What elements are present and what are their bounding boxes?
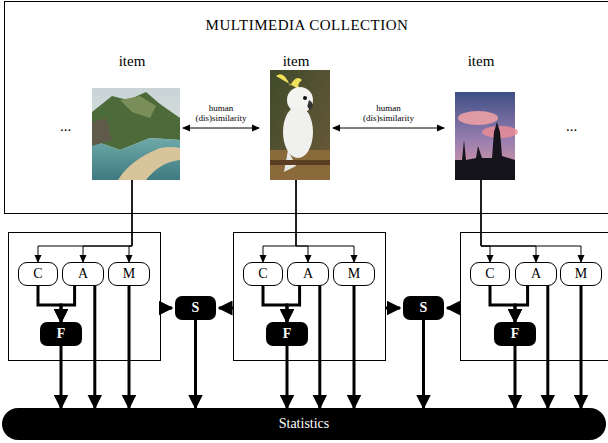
feature-box: M — [333, 262, 375, 286]
node-text: M — [348, 266, 360, 282]
ellipsis-label: ... — [566, 118, 577, 135]
node-text: S — [420, 300, 428, 316]
connector — [546, 286, 549, 408]
connector — [38, 286, 61, 322]
feature-box: M — [560, 262, 602, 286]
connector — [481, 180, 536, 262]
item-node: item — [259, 52, 333, 180]
connector — [515, 286, 528, 322]
node-text: C — [258, 266, 267, 282]
connector — [296, 180, 354, 262]
node-text: M — [575, 266, 587, 282]
connector — [286, 346, 289, 408]
connector — [481, 180, 490, 262]
node-text: item — [259, 52, 333, 70]
connector — [263, 286, 287, 322]
connector — [83, 180, 132, 262]
connector — [128, 286, 131, 408]
feature-box: C — [18, 262, 58, 286]
cockatoo-photo — [270, 70, 330, 180]
item-node: item — [444, 52, 518, 180]
collection-box: MULTIMEDIA COLLECTION item item item — [4, 1, 608, 214]
ellipsis-label: ... — [60, 118, 71, 135]
node-text: C — [485, 266, 494, 282]
feature-box: C — [243, 262, 283, 286]
connector — [580, 286, 583, 408]
fusion-box: F — [40, 322, 82, 346]
feature-box: C — [470, 262, 510, 286]
connector — [38, 180, 132, 262]
feature-box: M — [108, 262, 150, 286]
feature-box: A — [62, 262, 104, 286]
node-text: item — [444, 52, 518, 70]
similarity-box: S — [403, 296, 444, 320]
node-text: C — [33, 266, 42, 282]
similarity-box: S — [175, 296, 216, 320]
connector — [422, 320, 425, 408]
coast-photo — [92, 88, 180, 180]
connector — [296, 180, 308, 262]
connector — [490, 286, 515, 322]
edge-label: human (dis)similarity — [189, 103, 253, 123]
connector — [263, 180, 296, 262]
node-text: M — [123, 266, 135, 282]
connector — [129, 180, 132, 262]
node-text: S — [192, 300, 200, 316]
connector — [287, 286, 300, 322]
connector — [481, 180, 581, 262]
connector — [183, 128, 259, 129]
fusion-box: F — [494, 322, 536, 346]
node-text: F — [283, 326, 292, 342]
connector — [93, 286, 96, 408]
feature-box: A — [515, 262, 557, 286]
connector — [60, 346, 63, 408]
feature-box: A — [287, 262, 329, 286]
statistics-bar: Statistics — [2, 408, 606, 440]
node-text: F — [511, 326, 520, 342]
connector — [353, 286, 356, 408]
connector — [514, 346, 517, 408]
node-text: A — [303, 266, 313, 282]
node-text: Statistics — [279, 416, 330, 432]
node-text: F — [57, 326, 66, 342]
connector — [318, 286, 321, 408]
edge-label: human (dis)similarity — [357, 103, 421, 123]
node-text: A — [78, 266, 88, 282]
connector — [194, 320, 197, 408]
fusion-box: F — [266, 322, 308, 346]
node-text: MULTIMEDIA COLLECTION — [5, 2, 608, 34]
sunset-photo — [455, 92, 518, 180]
connector — [61, 286, 75, 322]
connector — [333, 128, 444, 129]
node-text: item — [81, 52, 183, 70]
node-text: A — [531, 266, 541, 282]
item-node: item — [81, 52, 183, 180]
